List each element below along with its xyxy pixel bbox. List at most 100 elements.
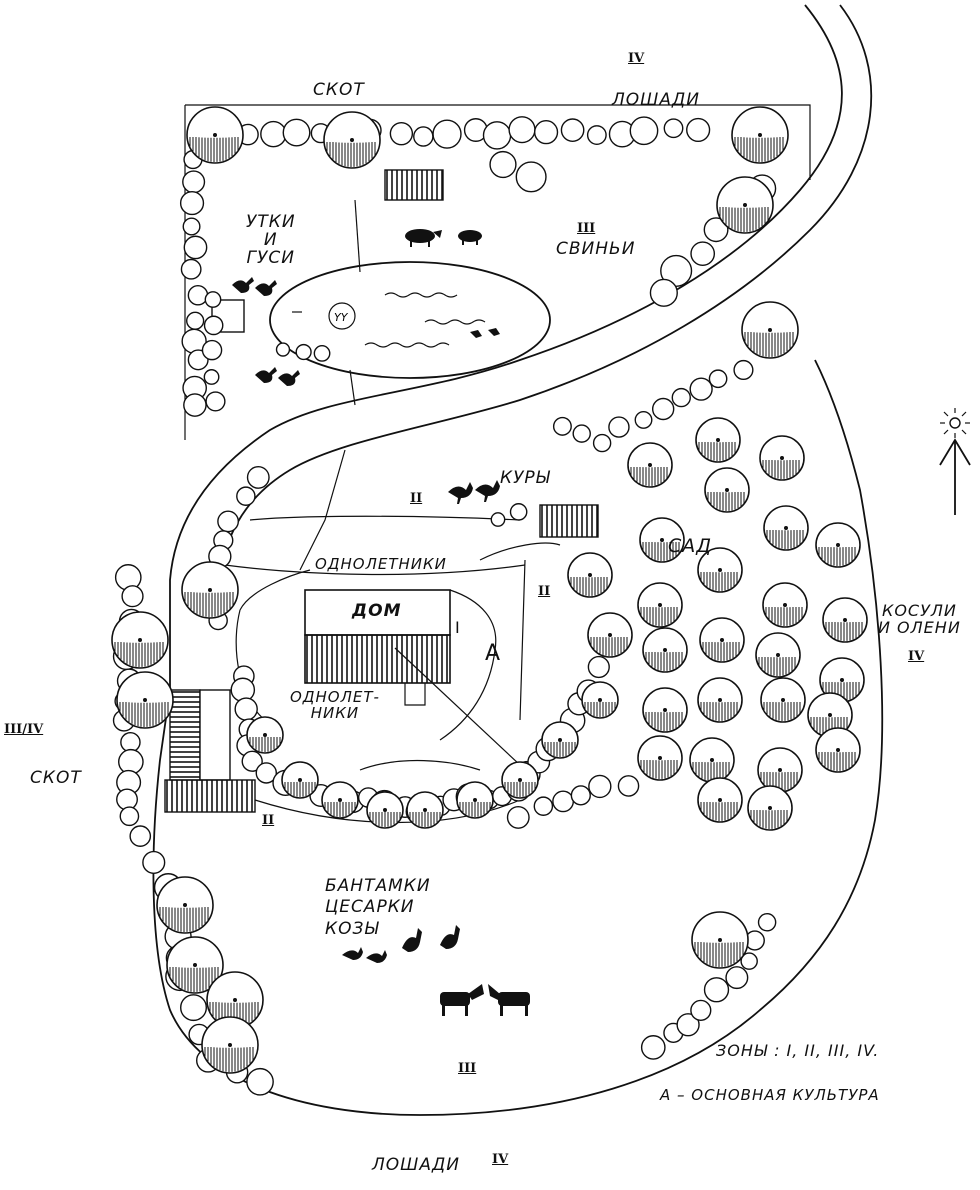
label-zone-yard: II (262, 813, 275, 828)
label-annuals-top: ОДНОЛЕТНИКИ (315, 555, 447, 573)
tree-trunk-dot (233, 998, 237, 1002)
hedge-shrub (413, 126, 434, 147)
label-zone-bottom: III (458, 1061, 477, 1076)
tree-trunk-dot (658, 603, 662, 607)
hedge-shrub (482, 121, 512, 150)
hedge-shrub (533, 796, 554, 816)
tree-trunk-dot (138, 638, 142, 642)
tree-trunk-dot (338, 798, 342, 802)
hedge-shrub (570, 785, 591, 806)
hedge-shrub (204, 291, 222, 308)
hedge-shrub (560, 118, 585, 143)
tree-trunk-dot (660, 538, 664, 542)
tree-trunk-dot (648, 463, 652, 467)
north-arrow-icon (939, 438, 971, 515)
tree-trunk-dot (263, 733, 267, 737)
hedge-shrub (389, 121, 414, 146)
hedge-shrub (651, 397, 675, 421)
hedge-shrub (201, 339, 223, 361)
tree-trunk-dot (208, 588, 212, 592)
hedge-shrub (260, 120, 287, 148)
pond: YY (269, 199, 551, 406)
tree-trunk-dot (518, 778, 522, 782)
hedge-shrub (676, 1013, 700, 1037)
hedge-shrub (313, 345, 331, 362)
tree-trunk-dot (720, 638, 724, 642)
hedge-shrub (116, 788, 138, 811)
hedge-shrub (533, 120, 559, 145)
label-cattle-left: СКОТ (30, 768, 82, 788)
orchard-trees (567, 417, 868, 831)
hedge-shrub (552, 790, 574, 813)
label-zone-cattle-left: III/IV (4, 722, 44, 737)
tree-trunk-dot (193, 963, 197, 967)
label-zone-horses-bottom: IV (492, 1152, 509, 1167)
hedge-shrub (236, 486, 256, 506)
label-deer: КОСУЛИ И ОЛЕНИ (878, 601, 961, 637)
hedge-shrub (246, 1067, 274, 1096)
tree-trunk-dot (743, 203, 747, 207)
hedge-shrub (552, 416, 572, 436)
label-horses-top: ЛОШАДИ (612, 90, 700, 110)
tree-trunk-dot (776, 653, 780, 657)
hedge-shrub (205, 391, 226, 412)
tree-trunk-dot (840, 678, 844, 682)
hedge-shrub (708, 369, 728, 389)
hedge-shrub (592, 433, 612, 453)
hedge-shrub (241, 750, 263, 772)
tree-trunk-dot (836, 748, 840, 752)
hedge-shrub (509, 503, 528, 521)
hedge-shrub (182, 170, 206, 194)
goat-icon (440, 984, 530, 1016)
tree-trunk-dot (473, 798, 477, 802)
tree-trunk-dot (350, 138, 354, 142)
tree-trunk-dot (836, 543, 840, 547)
tree-trunk-dot (298, 778, 302, 782)
legend-zones: ЗОНЫ : I, II, III, IV. (716, 1041, 880, 1060)
tree-trunk-dot (423, 808, 427, 812)
tree-trunk-dot (784, 526, 788, 530)
tree-trunk-dot (716, 438, 720, 442)
label-house: ДОМ (352, 601, 402, 621)
tree-trunk-dot (213, 133, 217, 137)
hedge-shrub (725, 966, 749, 990)
hedge-shrub (506, 805, 530, 829)
hedge-shrub (234, 697, 258, 721)
label-zone-deer: IV (908, 649, 925, 664)
hedge-shrub (182, 217, 201, 236)
hedge-shrub (671, 387, 691, 408)
hedge-shrub (689, 377, 713, 401)
hedge-shrub (508, 116, 536, 144)
tree-trunk-dot (718, 568, 722, 572)
hedge-shrub (490, 512, 506, 527)
winding-road (169, 4, 873, 690)
hedge-shrub (663, 118, 684, 139)
tree-trunk-dot (768, 806, 772, 810)
tree-trunk-dot (143, 698, 147, 702)
hedge-shrub (515, 161, 547, 193)
hedge-shrub (282, 118, 311, 147)
tree-trunk-dot (781, 698, 785, 702)
label-horses-bottom: ЛОШАДИ (372, 1155, 460, 1175)
label-annuals-bottom: ОДНОЛЕТ- НИКИ (290, 688, 380, 722)
hedge-shrub (757, 912, 777, 932)
tree-trunk-dot (588, 573, 592, 577)
hedge-shrub (588, 774, 612, 799)
tree-trunk-dot (758, 133, 762, 137)
tree-trunk-dot (783, 603, 787, 607)
tree-trunk-dot (768, 328, 772, 332)
hedge-shrub (203, 369, 220, 385)
hedge-shrub (183, 393, 207, 417)
hedge-shrub (246, 465, 270, 489)
tree-trunk-dot (828, 713, 832, 717)
hedge-shrub (187, 284, 209, 306)
tree-trunk-dot (663, 648, 667, 652)
pig-icon (405, 229, 482, 247)
label-zone-chickens: II (410, 491, 423, 506)
hedge-shrub (217, 510, 239, 533)
tree-trunk-dot (608, 633, 612, 637)
tree-trunk-dot (558, 738, 562, 742)
label-cattle-top: СКОТ (313, 80, 365, 100)
chicken-coop (539, 504, 599, 538)
tree-trunk-dot (663, 708, 667, 712)
